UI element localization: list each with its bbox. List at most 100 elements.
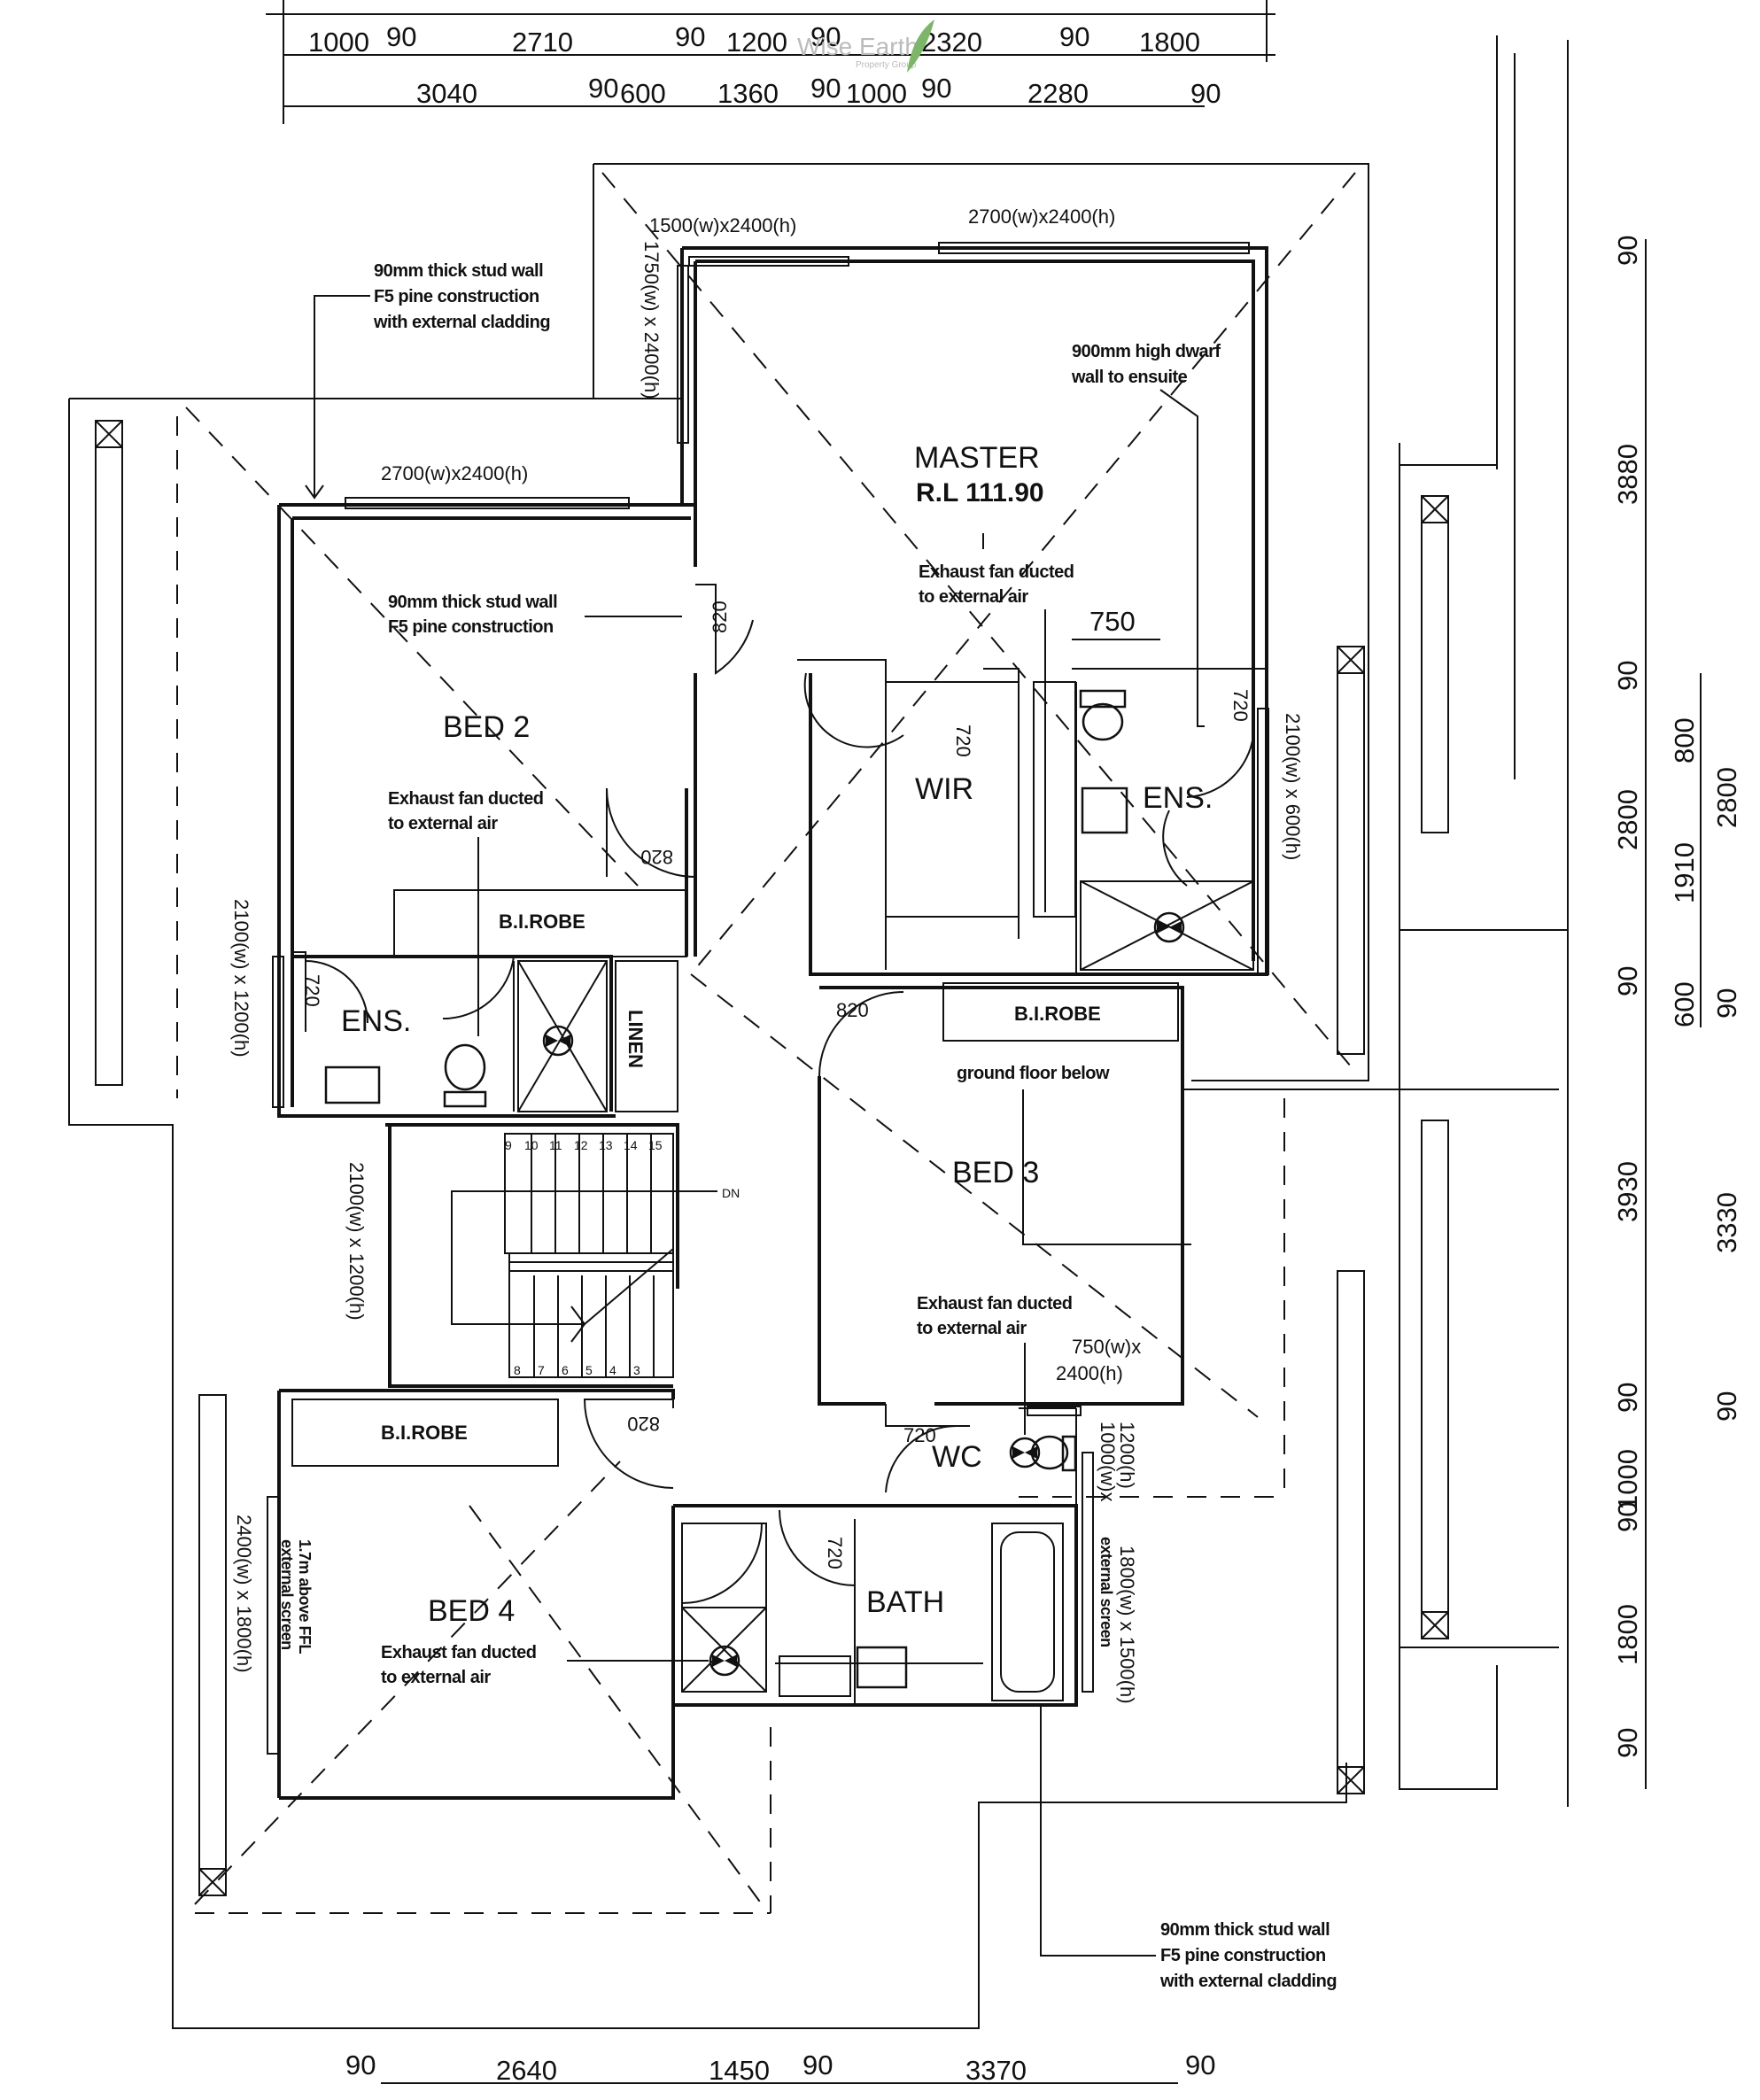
note-exhaust-bed4-2: to external air bbox=[381, 1668, 491, 1687]
note-stud-bed2-2: F5 pine construction bbox=[388, 617, 554, 637]
door-size-wc: 720 bbox=[903, 1424, 936, 1446]
dim-750-door: 750 bbox=[1089, 606, 1136, 637]
post-icon bbox=[1337, 646, 1365, 674]
roof-outline bbox=[68, 35, 1569, 2029]
door-size-ens-master: 720 bbox=[1229, 689, 1252, 722]
exhaust-fan-icon bbox=[1153, 911, 1185, 943]
window-label-ens-master: 2100(w) x 600(h) bbox=[1282, 713, 1304, 860]
window-label-bed2: 2700(w)x2400(h) bbox=[381, 462, 528, 484]
note-screen-2: external screen bbox=[278, 1539, 296, 1650]
door-size-bed2-main: 820 bbox=[640, 846, 673, 868]
dim-top-1000: 1000 bbox=[308, 27, 369, 58]
toilet-icon bbox=[1079, 689, 1127, 741]
note-exhaust-bed2-1: Exhaust fan ducted bbox=[388, 789, 543, 809]
window-label-bed2-ens: 2100(w) x 1200(h) bbox=[230, 899, 252, 1058]
exhaust-fan-icon bbox=[709, 1645, 740, 1677]
doors bbox=[305, 584, 1254, 1604]
note-dwarf-1: 900mm high dwarf bbox=[1072, 342, 1221, 361]
stair-down-label: DN bbox=[722, 1186, 740, 1200]
dim-bottom-3370: 3370 bbox=[965, 2055, 1027, 2086]
stair-numbers: 9 10 11 12 13 14 15 8 7 6 5 4 3 DN bbox=[505, 1138, 740, 1377]
dim-bottom-90a: 90 bbox=[345, 2050, 376, 2081]
door-labels: 820 820 720 720 720 820 820 720 720 bbox=[301, 601, 1252, 1569]
step-7: 7 bbox=[538, 1363, 545, 1377]
window-label-stair: 2100(w) x 1200(h) bbox=[345, 1162, 368, 1321]
note-exhaust-bed4-1: Exhaust fan ducted bbox=[381, 1643, 536, 1662]
room-label-wc: WC bbox=[932, 1440, 982, 1474]
door-bed4 bbox=[583, 1399, 674, 1489]
dim-right-800: 800 bbox=[1669, 717, 1700, 763]
note-ground-floor: ground floor below bbox=[957, 1064, 1110, 1083]
dim-top-600: 600 bbox=[620, 78, 666, 109]
note-exhaust-master-2: to external air bbox=[919, 587, 1028, 607]
toilet-icon bbox=[443, 1043, 487, 1108]
window-label-wc-w: 750(w)x bbox=[1072, 1336, 1141, 1358]
watermark-logo: Wise Earth Property Group bbox=[797, 19, 934, 73]
step-9: 9 bbox=[505, 1138, 512, 1152]
dim-bottom-2640: 2640 bbox=[496, 2055, 557, 2086]
door-wir bbox=[803, 672, 904, 748]
robe-label-bed4: B.I.ROBE bbox=[381, 1422, 468, 1444]
note-stud-top-1: 90mm thick stud wall bbox=[374, 261, 543, 281]
exhaust-fan-icon bbox=[542, 1025, 574, 1057]
window-label-wc-side-h: 1200(h) bbox=[1116, 1422, 1138, 1489]
door-wc bbox=[885, 1424, 958, 1493]
step-5: 5 bbox=[585, 1363, 593, 1377]
step-6: 6 bbox=[562, 1363, 569, 1377]
basin-icon bbox=[324, 1065, 381, 1104]
door-bed2-entry bbox=[695, 584, 754, 675]
room-label-ens-bed2: ENS. bbox=[341, 1004, 411, 1038]
step-12: 12 bbox=[574, 1138, 588, 1152]
dim-right-90b: 90 bbox=[1612, 661, 1643, 691]
dim-top-90b: 90 bbox=[675, 21, 705, 52]
window-label-wc-h: 2400(h) bbox=[1056, 1362, 1123, 1384]
dim-right-90e: 90 bbox=[1612, 1502, 1643, 1532]
robe-label-bed3: B.I.ROBE bbox=[1014, 1003, 1101, 1025]
door-ens-master bbox=[1186, 734, 1254, 798]
door-size-bed3: 820 bbox=[836, 999, 869, 1021]
window-label-master-side: 1750(w) x 2400(h) bbox=[640, 241, 663, 399]
dim-top-2280: 2280 bbox=[1027, 78, 1089, 109]
post-icon bbox=[95, 420, 123, 448]
door-ens-swing bbox=[1162, 810, 1188, 887]
dim-top-3040: 3040 bbox=[416, 78, 477, 109]
note-exhaust-bed3-2: to external air bbox=[917, 1319, 1027, 1338]
window-label-master-small: 1500(w)x2400(h) bbox=[649, 214, 796, 236]
dim-top-1800: 1800 bbox=[1139, 27, 1200, 58]
door-size-bath: 720 bbox=[824, 1537, 846, 1569]
dim-right-3930: 3930 bbox=[1612, 1161, 1643, 1222]
dim-right-90f: 90 bbox=[1612, 1728, 1643, 1758]
window-label-bed4: 2400(w) x 1800(h) bbox=[233, 1515, 255, 1673]
dim-top-2320: 2320 bbox=[921, 27, 982, 58]
dim-top-90a: 90 bbox=[386, 21, 416, 52]
dim-bottom-1450: 1450 bbox=[709, 2055, 770, 2086]
door-bed2-ens bbox=[305, 960, 368, 1024]
window-label-bath: 1800(w) x 1500(h) bbox=[1116, 1546, 1138, 1704]
window-labels: 1500(w)x2400(h) 2700(w)x2400(h) 1750(w) … bbox=[230, 205, 1304, 1704]
dim-right-1910: 1910 bbox=[1669, 842, 1700, 903]
exhaust-fan-icon bbox=[1009, 1437, 1041, 1468]
bottom-dimensions: 90 2640 1450 90 3370 90 bbox=[345, 2050, 1215, 2086]
dim-top-90e: 90 bbox=[588, 73, 618, 104]
basin-icon bbox=[1081, 787, 1128, 834]
room-label-ens-master: ENS. bbox=[1143, 781, 1213, 815]
dim-right-90c: 90 bbox=[1612, 966, 1643, 996]
post-icon bbox=[1421, 495, 1449, 523]
note-exhaust-bed2-2: to external air bbox=[388, 814, 498, 833]
dim-right-90h: 90 bbox=[1711, 1391, 1742, 1422]
right-dimensions: 90 3880 90 2800 90 3930 90 1000 90 1800 … bbox=[1612, 236, 1742, 1789]
dim-right-600: 600 bbox=[1669, 981, 1700, 1027]
step-8: 8 bbox=[514, 1363, 521, 1377]
note-stud-bot-2: F5 pine construction bbox=[1160, 1946, 1326, 1965]
fixtures bbox=[95, 420, 1449, 1896]
dim-bottom-90c: 90 bbox=[1185, 2050, 1215, 2081]
door-size-bed2-entry: 820 bbox=[709, 601, 731, 633]
window-label-master-large: 2700(w)x2400(h) bbox=[968, 205, 1115, 228]
note-exhaust-master-1: Exhaust fan ducted bbox=[919, 562, 1074, 582]
step-4: 4 bbox=[609, 1363, 616, 1377]
watermark-text: Wise Earth bbox=[797, 33, 919, 60]
door-size-bed4: 820 bbox=[627, 1413, 660, 1435]
note-stud-bed2-1: 90mm thick stud wall bbox=[388, 593, 557, 612]
note-exhaust-bed3-1: Exhaust fan ducted bbox=[917, 1294, 1072, 1313]
dim-top-1000b: 1000 bbox=[846, 78, 907, 109]
